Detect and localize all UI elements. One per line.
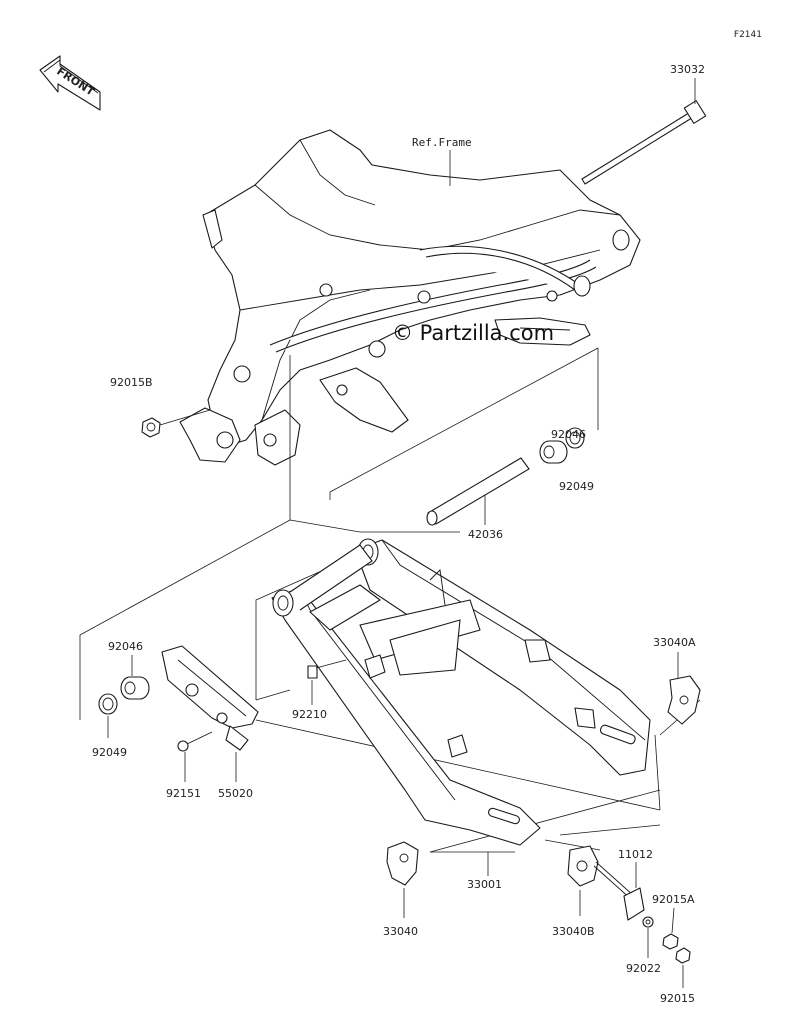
callout-33040: 33040 (383, 925, 418, 938)
bushing-92046-top (539, 440, 568, 464)
collar-42036 (426, 457, 530, 526)
callout-42036: 42036 (468, 528, 503, 541)
frame-reference (179, 129, 641, 466)
front-arrow-icon: FRONT (39, 55, 101, 111)
callout-92210: 92210 (292, 708, 327, 721)
watermark: © Partzilla.com (392, 321, 554, 345)
callout-92015: 92015 (660, 992, 695, 1005)
callout-92151: 92151 (166, 787, 201, 800)
swingarm-33001 (271, 538, 651, 846)
nut-92015B (141, 409, 211, 438)
chain-adjuster-33040B (567, 845, 599, 916)
callout-33032: 33032 (670, 63, 705, 76)
pivot-shaft-33032 (581, 78, 707, 185)
figure-code: F2141 (734, 30, 762, 40)
callout-33001: 33001 (467, 878, 502, 891)
callout-33040A: 33040A (653, 636, 696, 649)
callout-92015A: 92015A (652, 893, 695, 906)
callout-92015B: 92015B (110, 376, 153, 389)
nut-92015 (675, 947, 691, 988)
callout-92049-top: 92049 (559, 480, 594, 493)
ref-frame-label: Ref.Frame (412, 136, 472, 149)
callout-92049-left: 92049 (92, 746, 127, 759)
chain-adjuster-33040A (667, 652, 701, 725)
bolt-92151 (177, 731, 213, 782)
callout-33040B: 33040B (552, 925, 595, 938)
seal-92049-left (98, 693, 118, 738)
adjuster-bolt-11012 (593, 861, 645, 921)
callout-92046-left: 92046 (108, 640, 143, 653)
chain-slider-55020 (161, 645, 259, 782)
bushing-92046-left (120, 655, 150, 700)
callout-92022: 92022 (626, 962, 661, 975)
stud-92210 (307, 659, 347, 705)
nut-92015A (662, 907, 679, 950)
callout-92046-top: 92046 (551, 428, 586, 441)
callout-55020: 55020 (218, 787, 253, 800)
seal-92049-top (565, 427, 585, 449)
callout-11012: 11012 (618, 848, 653, 861)
washer-92022 (642, 916, 654, 958)
chain-adjuster-33040 (386, 841, 419, 918)
